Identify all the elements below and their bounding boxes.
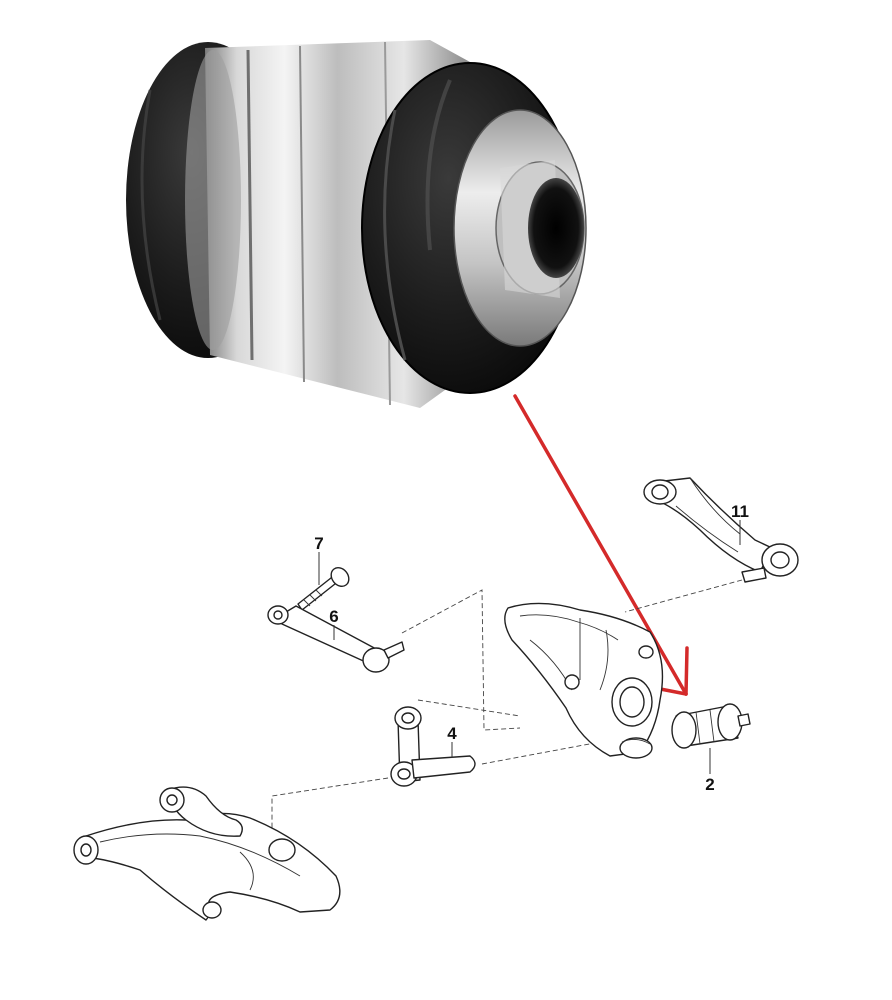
assembly-lines (271, 579, 743, 882)
part-4-link (390, 706, 476, 787)
bushing-photo (126, 40, 587, 408)
part-2-bushing (671, 703, 751, 749)
part-6-toe-link (267, 605, 405, 673)
part-11-upper-arm (643, 477, 799, 583)
callout-7: 7 (314, 534, 323, 553)
callout-6: 6 (329, 607, 338, 626)
lower-control-arm (73, 786, 341, 921)
callout-2: 2 (705, 775, 714, 794)
callout-11: 11 (731, 502, 749, 521)
wheel-carrier (504, 602, 664, 759)
part-7-bolt (297, 567, 350, 611)
callout-4: 4 (447, 724, 457, 743)
bushing-bore (528, 178, 584, 278)
